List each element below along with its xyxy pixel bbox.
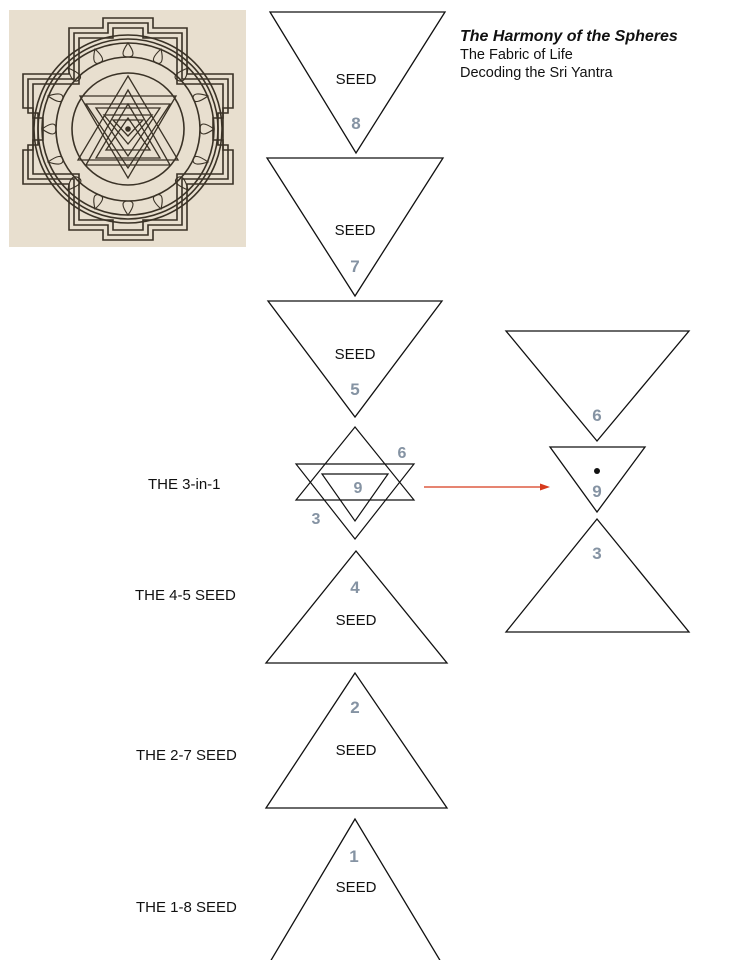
seed-triangle-5: SEED 5 xyxy=(268,301,442,417)
seed-number: 2 xyxy=(350,698,359,717)
page-subtitle: The Fabric of Life xyxy=(460,46,737,64)
seed-label: SEED xyxy=(335,346,376,363)
expand-arrow xyxy=(424,484,550,491)
seed-label: SEED xyxy=(336,612,377,629)
seed-number: 1 xyxy=(349,847,358,866)
page-title: The Harmony of the Spheres xyxy=(460,27,737,46)
three-in-one-number-6: 6 xyxy=(398,445,407,462)
seed-label: SEED xyxy=(336,71,377,88)
expanded-number-3: 3 xyxy=(592,544,601,563)
label-2-7-seed: THE 2-7 SEED xyxy=(136,747,237,764)
seed-number: 5 xyxy=(350,380,359,399)
seed-label: SEED xyxy=(336,879,377,896)
three-in-one-number-3: 3 xyxy=(312,511,321,528)
expanded-number-9: 9 xyxy=(592,482,601,501)
seed-triangle-1: 1 SEED xyxy=(270,819,441,960)
seed-triangle-4: 4 SEED xyxy=(266,551,447,663)
page-subtitle-2: Decoding the Sri Yantra xyxy=(460,64,737,82)
label-three-in-one: THE 3-in-1 xyxy=(148,476,221,493)
three-in-one-figure: 6 9 3 xyxy=(296,427,414,539)
seed-number: 8 xyxy=(351,114,360,133)
title-block: The Harmony of the Spheres The Fabric of… xyxy=(460,27,737,82)
seed-triangle-8: SEED 8 xyxy=(270,12,445,153)
label-1-8-seed: THE 1-8 SEED xyxy=(136,899,237,916)
seed-triangle-7: SEED 7 xyxy=(267,158,443,296)
expanded-figure: 6 9 3 xyxy=(506,331,689,632)
expanded-number-6: 6 xyxy=(592,406,601,425)
three-in-one-number-9: 9 xyxy=(354,480,363,497)
center-dot xyxy=(594,468,600,474)
seed-label: SEED xyxy=(336,742,377,759)
seed-label: SEED xyxy=(335,222,376,239)
seed-triangle-2: 2 SEED xyxy=(266,673,447,808)
seed-number: 4 xyxy=(350,578,360,597)
sri-yantra-image xyxy=(9,10,246,247)
seed-number: 7 xyxy=(350,257,359,276)
label-4-5-seed: THE 4-5 SEED xyxy=(135,587,236,604)
